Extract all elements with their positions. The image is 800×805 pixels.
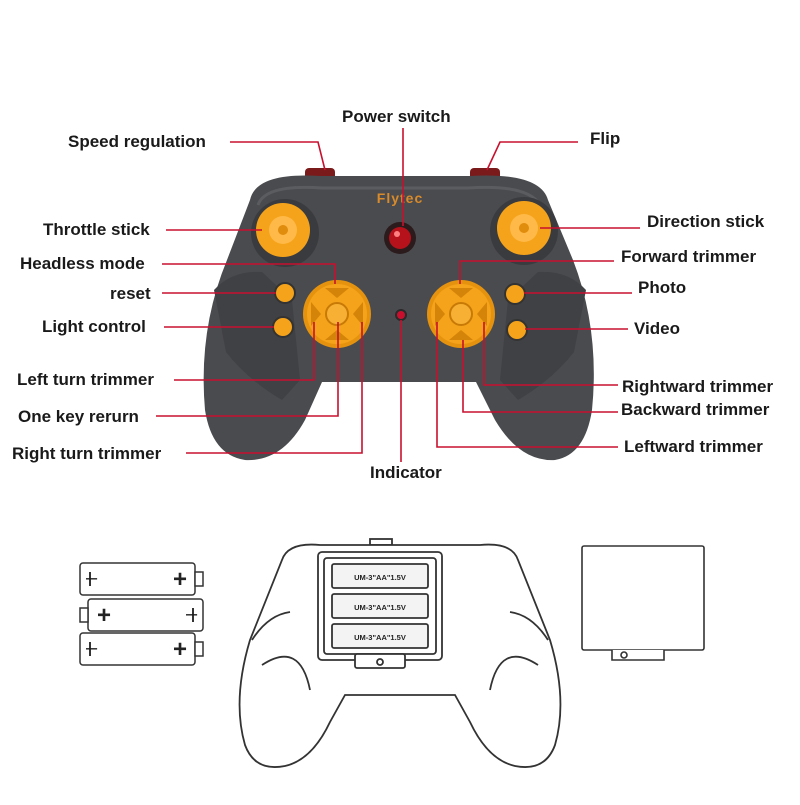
left-dpad[interactable] (303, 280, 371, 348)
controller-back-outline (238, 538, 562, 768)
indicator-led (395, 309, 407, 321)
headless-center-button[interactable] (449, 302, 473, 326)
leader-backward (462, 340, 618, 413)
label-light-control: Light control (42, 317, 146, 336)
battery-spec-3: UM-3"AA"1.5V (354, 633, 406, 642)
leader-flip (486, 141, 578, 171)
battery-3 (79, 632, 204, 666)
battery-2-plus: + (97, 602, 111, 629)
battery-1-minus: – (86, 567, 98, 589)
battery-1 (79, 562, 204, 596)
battery-cover (581, 545, 705, 661)
label-leftward-trimmer: Leftward trimmer (624, 437, 763, 456)
battery-3-plus: + (173, 636, 187, 663)
right-dpad[interactable] (427, 280, 495, 348)
label-reset: reset (110, 284, 151, 303)
battery-2-minus: – (186, 603, 198, 625)
light-control-button[interactable] (272, 316, 294, 338)
leader-forward (459, 260, 614, 284)
photo-button[interactable] (504, 283, 526, 305)
video-button[interactable] (506, 319, 528, 341)
label-throttle-stick: Throttle stick (43, 220, 150, 239)
label-left-turn-trimmer: Left turn trimmer (17, 370, 154, 389)
battery-spec-2: UM-3"AA"1.5V (354, 603, 406, 612)
label-backward-trimmer: Backward trimmer (621, 400, 770, 419)
leader-headless (162, 263, 336, 284)
leader-one-key (156, 322, 339, 417)
controller-highlight (256, 185, 542, 206)
battery-2 (79, 598, 204, 632)
brand-logo: Flytec (377, 190, 423, 206)
battery-1-plus: + (173, 566, 187, 593)
loose-batteries (79, 562, 204, 666)
right-grip-panel (500, 271, 586, 400)
label-flip: Flip (590, 129, 621, 148)
one-key-return-button[interactable] (325, 302, 349, 326)
label-direction-stick: Direction stick (647, 212, 765, 231)
power-switch[interactable] (384, 222, 416, 254)
leader-lines (156, 128, 640, 462)
label-rightward-trimmer: Rightward trimmer (622, 377, 774, 396)
label-video: Video (634, 319, 680, 338)
battery-spec-1: UM-3"AA"1.5V (354, 573, 406, 582)
label-one-key-return: One key rerurn (18, 407, 139, 426)
label-photo: Photo (638, 278, 687, 297)
leader-rightward (483, 322, 618, 386)
label-right-turn-trimmer: Right turn trimmer (12, 444, 162, 463)
leader-left-turn (174, 322, 315, 381)
throttle-stick[interactable] (251, 199, 319, 267)
left-grip-panel (214, 271, 300, 400)
label-speed-regulation: Speed regulation (68, 132, 206, 151)
label-forward-trimmer: Forward trimmer (621, 247, 757, 266)
battery-3-minus: – (86, 637, 98, 659)
leader-leftward (436, 322, 618, 448)
leader-speed-regulation (230, 141, 326, 171)
label-headless-mode: Headless mode (20, 254, 145, 273)
leader-right-turn (186, 322, 363, 454)
label-power-switch: Power switch (342, 107, 451, 126)
direction-stick[interactable] (490, 197, 558, 265)
label-indicator: Indicator (370, 463, 442, 482)
reset-button[interactable] (274, 282, 296, 304)
